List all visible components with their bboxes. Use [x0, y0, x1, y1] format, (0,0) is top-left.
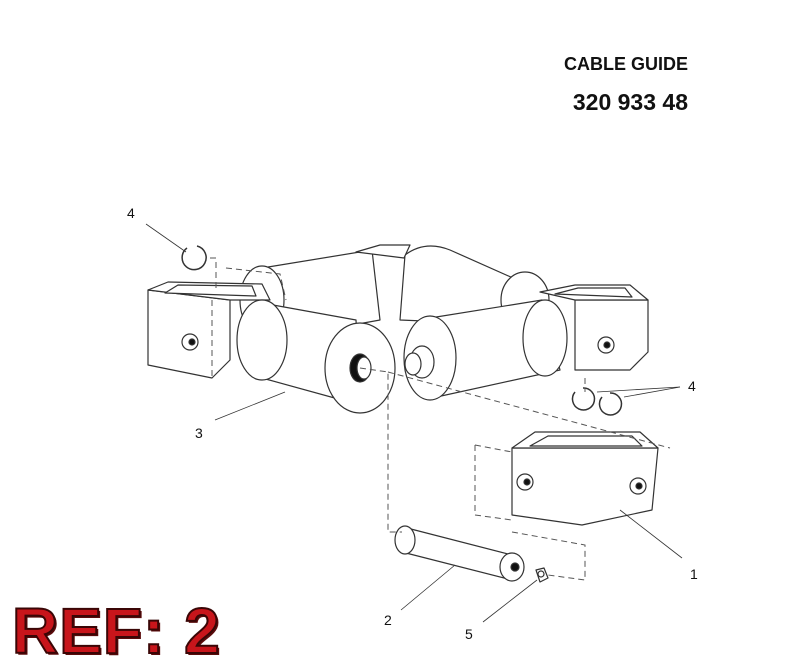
grease-nipple-part-5	[535, 567, 549, 583]
roller-part-3	[236, 299, 396, 414]
left-bracket	[147, 281, 271, 379]
upper-frame	[355, 244, 411, 259]
retaining-rings	[181, 245, 623, 416]
callout-5: 5	[465, 626, 473, 642]
leader-lines	[145, 223, 683, 623]
callout-4-upper-left: 4	[127, 205, 135, 221]
document-title: CABLE GUIDE	[563, 54, 688, 74]
bracket-part-1	[511, 431, 659, 526]
callout-4-right: 4	[688, 378, 696, 394]
roller-right-front	[403, 299, 568, 401]
ref-label: REF: 2	[11, 595, 221, 667]
right-bracket	[539, 284, 649, 371]
callout-3: 3	[195, 425, 203, 441]
callout-1: 1	[690, 566, 698, 582]
callout-2: 2	[384, 612, 392, 628]
part-number: 320 933 48	[572, 89, 688, 115]
shaft-part-2	[394, 525, 525, 582]
assembly-lines	[210, 257, 671, 581]
